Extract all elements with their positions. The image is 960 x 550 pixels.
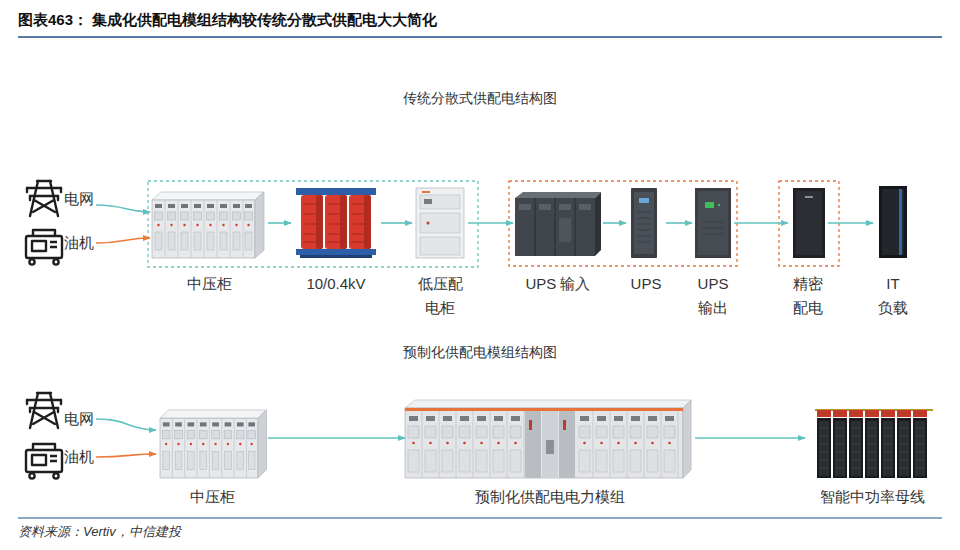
equipment-node: 中压柜 bbox=[156, 405, 268, 513]
equipment-label: 中压柜 bbox=[150, 272, 268, 296]
source-node: 电网 bbox=[24, 402, 96, 436]
source-label: 电网 bbox=[64, 407, 94, 431]
section-heading: 传统分散式供配电结构图 bbox=[280, 88, 680, 108]
equipment-node: 预制化供配电电力模组 bbox=[405, 398, 695, 510]
section-heading: 预制化供配电模组结构图 bbox=[280, 342, 680, 362]
equipment-label: 精密 配电 bbox=[788, 272, 828, 320]
equipment-node: 中压柜 bbox=[150, 188, 268, 322]
flow-arrow bbox=[268, 222, 291, 224]
equipment-label: 低压配 电柜 bbox=[412, 272, 468, 320]
equipment-label: IT 负载 bbox=[873, 272, 913, 320]
equipment-label: 智能中功率母线 bbox=[805, 485, 940, 509]
source-caption: 资料来源：Vertiv，中信建投 bbox=[18, 523, 181, 541]
flow-arrow bbox=[96, 238, 150, 243]
source-node: 电网 bbox=[24, 182, 96, 216]
flow-arrow bbox=[96, 205, 150, 212]
flow-arrow bbox=[268, 437, 405, 439]
flow-arrow bbox=[96, 454, 156, 457]
flow-arrow bbox=[666, 222, 692, 224]
equipment-node: UPS bbox=[626, 188, 666, 322]
equipment-node: UPS 输入 bbox=[513, 188, 603, 322]
equipment-node: IT 负载 bbox=[873, 188, 913, 322]
flow-arrow bbox=[695, 437, 805, 439]
source-node: 油机 bbox=[24, 440, 96, 474]
equipment-node: 10/0.4kV bbox=[291, 188, 381, 322]
flow-arrow bbox=[96, 419, 156, 430]
flow-arrow bbox=[603, 222, 626, 224]
figure-title: 图表463： 集成化供配电模组结构较传统分散式供配电大大简化 bbox=[18, 11, 437, 30]
equipment-label: 10/0.4kV bbox=[291, 272, 381, 296]
flow-arrow bbox=[828, 222, 873, 224]
equipment-node: 智能中功率母线 bbox=[805, 396, 940, 510]
flow-arrow bbox=[468, 222, 513, 224]
equipment-node: UPS 输出 bbox=[692, 188, 734, 322]
flow-arrow bbox=[381, 222, 412, 224]
source-label: 电网 bbox=[64, 187, 94, 211]
equipment-label: 预制化供配电电力模组 bbox=[405, 485, 695, 509]
flow-arrow bbox=[734, 222, 788, 224]
equipment-label: UPS 输出 bbox=[692, 272, 734, 320]
source-label: 油机 bbox=[64, 445, 94, 469]
equipment-label: UPS 输入 bbox=[513, 272, 603, 296]
equipment-label: 中压柜 bbox=[156, 485, 268, 509]
equipment-node: 精密 配电 bbox=[788, 188, 828, 322]
source-node: 油机 bbox=[24, 226, 96, 260]
equipment-node: 低压配 电柜 bbox=[412, 188, 468, 322]
source-label: 油机 bbox=[64, 231, 94, 255]
equipment-label: UPS bbox=[626, 272, 666, 296]
